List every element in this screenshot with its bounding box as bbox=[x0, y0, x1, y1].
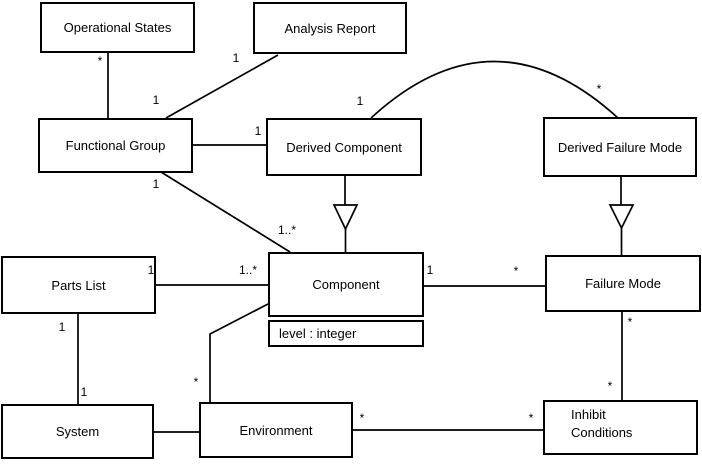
class-name-system: System bbox=[55, 424, 100, 439]
class-name-component: Component bbox=[312, 277, 380, 292]
association-arc-derived-component-derived-failure-mode bbox=[370, 60, 619, 119]
multiplicity-label: 1 bbox=[58, 320, 66, 334]
association-line-functional-group-component bbox=[160, 171, 291, 253]
multiplicity-label: * bbox=[97, 54, 103, 68]
multiplicity-label: 1 bbox=[152, 177, 160, 191]
class-name-derived-failure-mode: Derived Failure Mode bbox=[557, 139, 683, 155]
class-box-operational-states: Operational States bbox=[40, 2, 195, 53]
class-name-derived-component: Derived Component bbox=[286, 139, 402, 155]
class-box-parts-list: Parts List bbox=[1, 256, 156, 314]
association-line-environment-component bbox=[209, 303, 269, 402]
multiplicity-label: * bbox=[627, 315, 633, 329]
class-attribute-level: level : integer bbox=[279, 326, 357, 341]
multiplicity-label: 1 bbox=[152, 93, 160, 107]
multiplicity-label: 1..* bbox=[277, 223, 297, 237]
multiplicity-label: * bbox=[359, 411, 365, 425]
multiplicity-label: * bbox=[596, 82, 602, 96]
multiplicity-label: * bbox=[528, 411, 534, 425]
multiplicity-label: 1..* bbox=[238, 263, 258, 277]
multiplicity-label: 1 bbox=[426, 263, 434, 277]
class-box-functional-group: Functional Group bbox=[38, 118, 193, 173]
multiplicity-label: 1 bbox=[254, 124, 262, 138]
class-attribute-compartment-component: level : integer bbox=[268, 320, 424, 347]
class-name-parts-list: Parts List bbox=[51, 277, 106, 293]
class-box-system: System bbox=[1, 404, 154, 459]
multiplicity-label: 1 bbox=[80, 385, 88, 399]
class-box-analysis-report: Analysis Report bbox=[253, 2, 407, 54]
class-box-failure-mode: Failure Mode bbox=[545, 255, 701, 312]
class-box-environment: Environment bbox=[199, 402, 353, 458]
generalization-arrow-derived-failure-mode bbox=[608, 204, 635, 230]
class-box-inhibit-conditions: Inhibit Conditions bbox=[543, 400, 698, 455]
generalization-arrow-derived-component bbox=[332, 204, 359, 231]
multiplicity-label: * bbox=[193, 375, 199, 389]
association-line-analysis-report-functional-group bbox=[165, 54, 279, 119]
multiplicity-label: 1 bbox=[232, 51, 240, 65]
class-name-inhibit-conditions: Inhibit Conditions bbox=[571, 407, 633, 440]
multiplicity-label: * bbox=[513, 264, 519, 278]
class-name-failure-mode: Failure Mode bbox=[585, 276, 661, 291]
class-name-operational-states: Operational States bbox=[63, 20, 172, 35]
class-box-derived-component: Derived Component bbox=[266, 118, 422, 176]
class-name-environment: Environment bbox=[239, 422, 313, 438]
multiplicity-label: 1 bbox=[147, 263, 155, 277]
class-name-functional-group: Functional Group bbox=[65, 138, 166, 153]
multiplicity-label: * bbox=[607, 379, 613, 393]
class-box-derived-failure-mode: Derived Failure Mode bbox=[543, 117, 697, 177]
multiplicity-label: 1 bbox=[356, 94, 364, 108]
class-name-analysis-report: Analysis Report bbox=[284, 20, 376, 36]
class-box-component: Component bbox=[268, 252, 424, 317]
